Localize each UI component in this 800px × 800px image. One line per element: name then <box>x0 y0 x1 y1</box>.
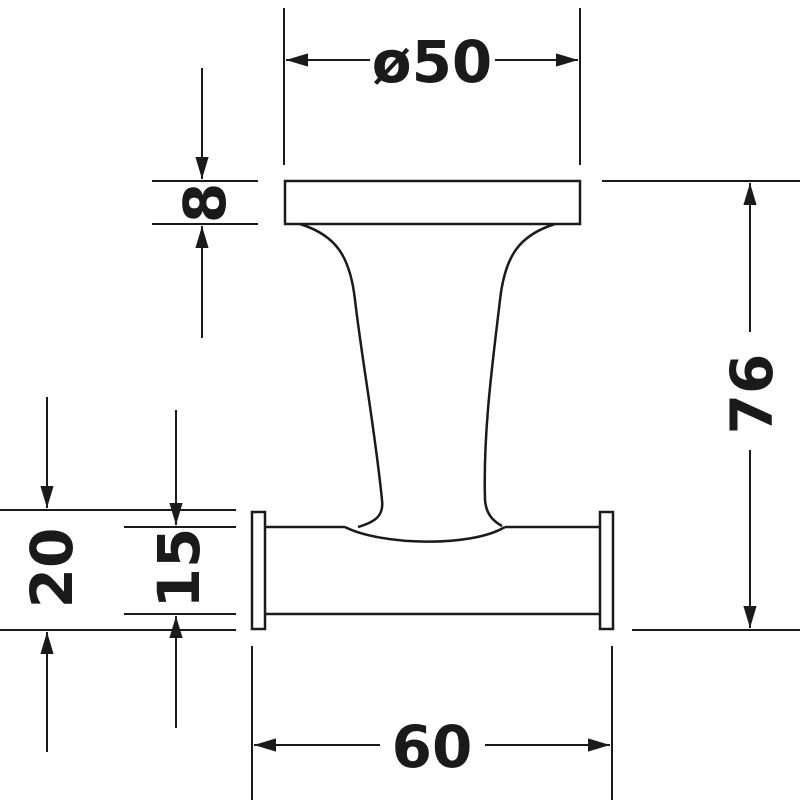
dimension-label-diameter: ø50 <box>372 28 493 96</box>
dimension-bar-inner-height: 15 <box>124 410 236 728</box>
dimension-bar-length: 60 <box>251 646 613 800</box>
dimension-label-total-height: 76 <box>718 354 786 435</box>
hook-neck <box>299 222 556 529</box>
wall-plate <box>283 179 582 226</box>
dimension-label-bar-length: 60 <box>392 713 473 781</box>
dimension-total-height: 76 <box>602 180 800 631</box>
towel-hook-outline <box>250 179 615 631</box>
dimension-diameter: ø50 <box>283 8 581 165</box>
hook-bar <box>265 525 600 616</box>
bar-end-cap-right <box>598 510 615 631</box>
dimension-label-plate-thickness: 8 <box>171 183 239 223</box>
dimension-label-bar-inner-height: 15 <box>145 528 213 609</box>
neck-bottom-curve <box>344 525 506 543</box>
dimension-plate-thickness: 8 <box>152 68 258 338</box>
bar-end-cap-left <box>250 510 267 631</box>
dimension-bar-outer-height: 20 <box>0 397 236 752</box>
dimension-label-bar-outer-height: 20 <box>18 528 86 609</box>
